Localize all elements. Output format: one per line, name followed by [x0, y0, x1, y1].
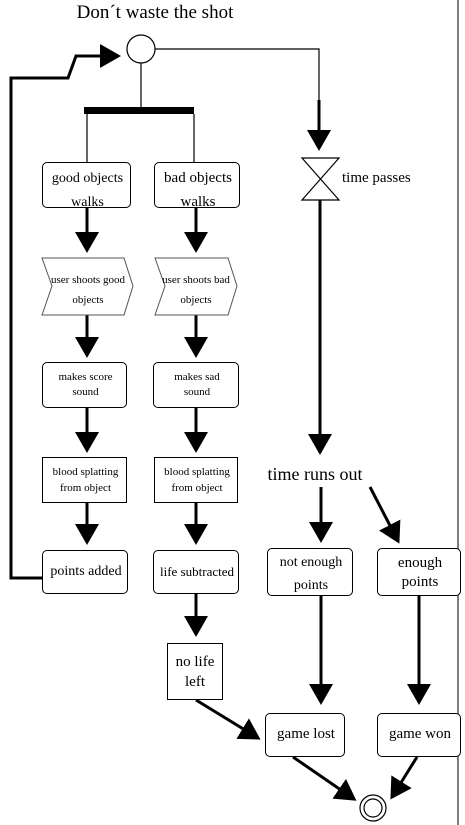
diagram-title: Don´t waste the shot — [76, 2, 234, 23]
edge-loop-back — [9, 44, 121, 580]
edge-lost-end — [292, 755, 357, 801]
node-points-added: points added — [42, 550, 128, 594]
node-not-enough-points: not enough points — [267, 548, 353, 596]
node-bad-walks: bad objects walks — [154, 162, 240, 210]
edge-won-end — [390, 756, 419, 800]
node-good-walks: good objects walks — [42, 162, 131, 210]
node-bad-shoot: user shoots bad objects — [162, 274, 230, 306]
end-node-inner — [363, 798, 383, 818]
node-enough-points: enough points — [377, 548, 461, 596]
signal-bad-shape — [154, 257, 238, 316]
node-good-sound: makes score sound — [42, 362, 127, 408]
node-bad-blood: blood splatting from object — [154, 457, 238, 503]
node-good-blood: blood splatting from object — [42, 457, 127, 503]
hourglass-icon — [300, 157, 341, 201]
node-time-runs-out: time runs out — [267, 464, 363, 484]
node-game-won: game won — [377, 713, 461, 757]
node-no-life-left: no life left — [167, 643, 223, 700]
edge-nolife-lost — [195, 698, 261, 740]
node-time-passes: time passes — [342, 170, 411, 186]
signal-good-shape — [41, 257, 134, 316]
node-bad-sound: makes sad sound — [153, 362, 239, 408]
edge-start-timer — [155, 48, 320, 100]
start-node — [126, 34, 156, 64]
node-game-lost: game lost — [265, 713, 345, 757]
node-life-subtracted: life subtracted — [153, 550, 239, 594]
node-good-shoot: user shoots good objects — [51, 274, 125, 306]
fork-bar — [84, 107, 194, 114]
edge-enough — [368, 486, 401, 544]
